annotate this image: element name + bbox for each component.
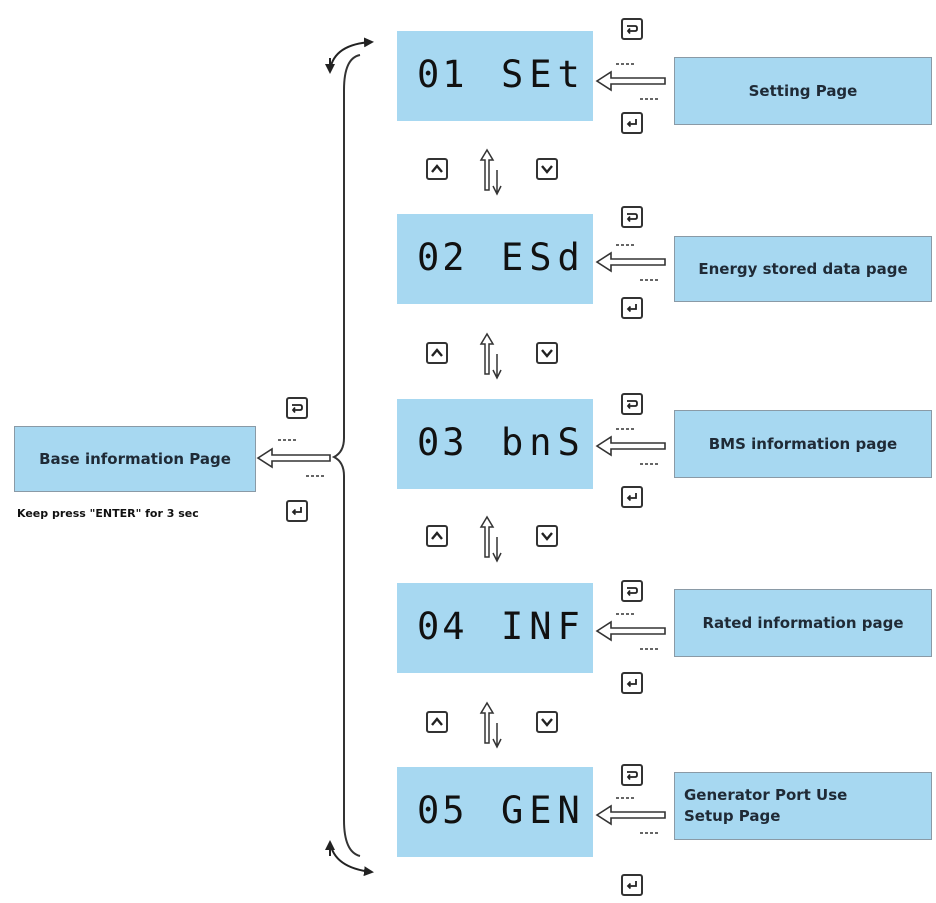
- loop-arrow-bottom: [329, 841, 374, 877]
- lcd-screen-03: 03 bnS: [397, 399, 593, 489]
- lcd-code: INF: [501, 605, 586, 648]
- down-key-icon: [536, 158, 558, 180]
- lcd-number: 02: [417, 236, 468, 279]
- generator-page-label-line-2: Setup Page: [684, 807, 781, 825]
- lcd-code: bnS: [501, 421, 586, 464]
- rated-information-page-label: Rated information page: [702, 614, 904, 632]
- generator-port-use-setup-page-box: Generator Port Use Setup Page: [674, 772, 932, 840]
- up-key-icon: [426, 158, 448, 180]
- base-information-page-label: Base information Page: [39, 450, 231, 468]
- lcd-screen-05: 05 GEN: [397, 767, 593, 857]
- enter-key-icon: [621, 297, 643, 319]
- lcd-screen-01: 01 SEt: [397, 31, 593, 121]
- lcd-code: SEt: [501, 53, 586, 96]
- enter-key-icon: [621, 486, 643, 508]
- lcd-screen-04: 04 INF: [397, 583, 593, 673]
- lcd-code: ESd: [501, 236, 586, 279]
- loop-arrow-top: [329, 37, 374, 71]
- up-down-arrow: [479, 515, 502, 563]
- up-key-icon: [426, 525, 448, 547]
- return-key-icon: [621, 580, 643, 602]
- down-key-icon: [536, 711, 558, 733]
- lcd-number: 03: [417, 421, 468, 464]
- lcd-screen-02: 02 ESd: [397, 214, 593, 304]
- down-key-icon: [536, 525, 558, 547]
- enter-key-icon: [621, 874, 643, 896]
- up-key-icon: [426, 342, 448, 364]
- double-arrow: [595, 244, 666, 281]
- lcd-code: GEN: [501, 789, 586, 832]
- return-key-icon: [621, 764, 643, 786]
- double-arrow: [595, 613, 666, 650]
- menu-brace: [331, 54, 361, 857]
- rated-information-page-box: Rated information page: [674, 589, 932, 657]
- bms-information-page-box: BMS information page: [674, 410, 932, 478]
- double-arrow: [595, 428, 666, 465]
- up-down-arrow: [479, 332, 502, 380]
- energy-stored-data-page-label: Energy stored data page: [698, 260, 908, 278]
- return-key-icon: [621, 18, 643, 40]
- energy-stored-data-page-box: Energy stored data page: [674, 236, 932, 302]
- double-arrow: [256, 439, 331, 477]
- up-down-arrow: [479, 148, 502, 196]
- enter-key-icon: [621, 112, 643, 134]
- return-key-icon: [621, 393, 643, 415]
- up-key-icon: [426, 711, 448, 733]
- lcd-number: 04: [417, 605, 468, 648]
- down-key-icon: [536, 342, 558, 364]
- enter-key-icon: [621, 672, 643, 694]
- setting-page-label: Setting Page: [748, 82, 858, 100]
- base-information-page-box: Base information Page: [14, 426, 256, 492]
- double-arrow: [595, 63, 666, 100]
- up-down-arrow: [479, 701, 502, 749]
- lcd-number: 05: [417, 789, 468, 832]
- return-key-icon: [621, 206, 643, 228]
- setting-page-box: Setting Page: [674, 57, 932, 125]
- enter-key-icon: [286, 500, 308, 522]
- generator-page-label-line-1: Generator Port Use: [684, 786, 848, 804]
- return-key-icon: [286, 397, 308, 419]
- lcd-number: 01: [417, 53, 468, 96]
- double-arrow: [595, 797, 666, 834]
- bms-information-page-label: BMS information page: [708, 435, 898, 453]
- keep-press-enter-note: Keep press "ENTER" for 3 sec: [17, 507, 199, 520]
